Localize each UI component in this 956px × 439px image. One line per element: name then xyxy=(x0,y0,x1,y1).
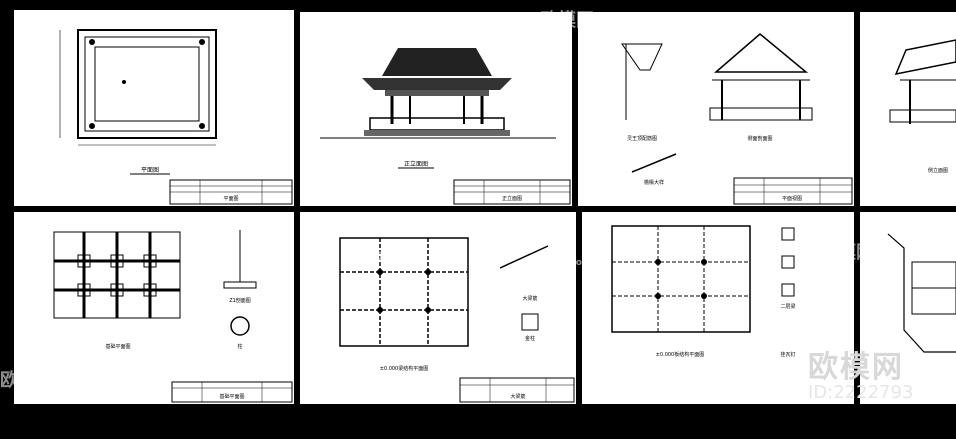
panel-beam-detail-title: 大梁筋 xyxy=(522,295,537,302)
panel-front-elevation-title: 正立面图 xyxy=(404,160,428,168)
panel-section-title: 侧面剖面图 xyxy=(747,135,772,142)
panel-slab-plan-title: ±0.000板结构平面图 xyxy=(656,351,705,358)
panel-foundation-detail2-title: 柱 xyxy=(237,343,242,350)
panel-plan-title: 平面图 xyxy=(141,167,159,174)
brand-name: 欧模网 xyxy=(808,350,904,385)
panel-slab-plan: ±0.000板结构平面图 二层梁 挂瓦钉 xyxy=(582,212,854,404)
panel-section-detail2-title: 檐椽大样 xyxy=(644,179,664,186)
panel-slab-detail-title: 二层梁 xyxy=(780,303,795,310)
panel-section: 灵王顶配筋图 侧面剖面图 檐椽大样 平面视图 xyxy=(578,12,854,206)
panel-beam-plan: ±0.000梁结构平面图 大梁筋 金柱 大梁筋 xyxy=(300,212,576,404)
panel-front-elevation: 正立面图 正立面图 xyxy=(300,12,572,206)
panel-foundation-detail-title: Z1剖面图 xyxy=(229,297,251,304)
panel-slab-detail2-title: 挂瓦钉 xyxy=(780,351,795,358)
panel-foundation-block-title: 基础平面图 xyxy=(219,393,244,400)
panel-foundation-plan: 基础平面图 Z1剖面图 柱 基础平面图 xyxy=(14,212,294,404)
brand-id: ID:2222793 xyxy=(808,382,914,403)
panel-beam-block-title: 大梁筋 xyxy=(510,393,525,400)
panel-plan-block-title: 平面图 xyxy=(223,196,238,202)
panel-roof-detail xyxy=(860,212,956,404)
panel-beam-plan-title: ±0.000梁结构平面图 xyxy=(380,365,429,372)
panel-beam-detail2-title: 金柱 xyxy=(525,335,535,342)
brand-block: 欧模网 ID:2222793 xyxy=(808,342,948,403)
sheet-bottom-strip xyxy=(0,406,956,439)
panel-front-elevation-block-title: 正立面图 xyxy=(502,195,522,202)
panel-section-detail-title: 灵王顶配筋图 xyxy=(627,135,657,142)
panel-section-block-title: 平面视图 xyxy=(782,195,802,202)
panel-side-elevation: 侧立面图 xyxy=(860,12,956,206)
panel-side-elevation-title: 侧立面图 xyxy=(928,167,948,174)
panel-plan: 平面图 平面图 xyxy=(14,10,294,206)
panel-foundation-plan-title: 基础平面图 xyxy=(105,343,130,350)
